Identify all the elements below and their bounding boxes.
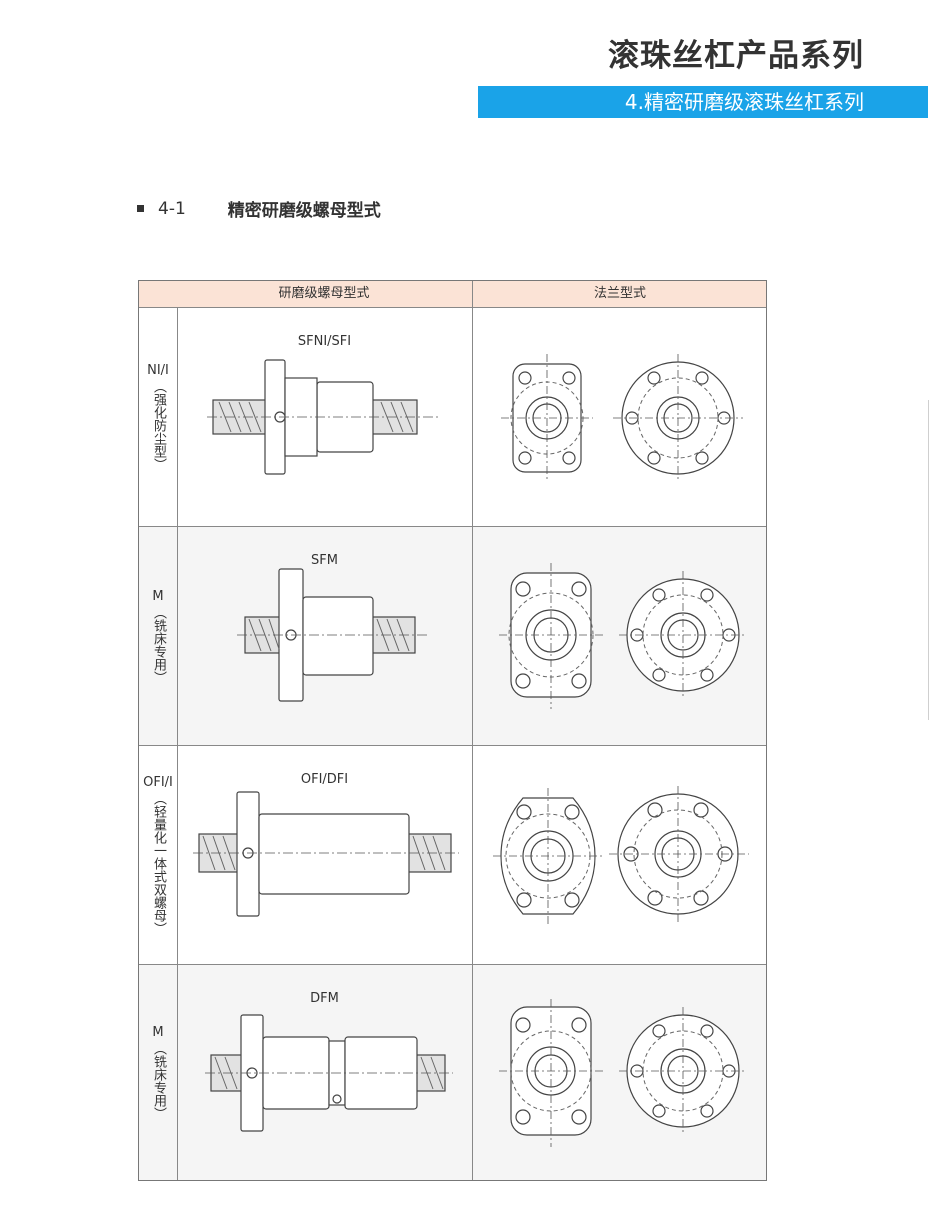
nut-drawing-cell: DFM [177, 965, 473, 1180]
section-title: 精密研磨级螺母型式 [227, 201, 381, 221]
model-name: SFM [311, 553, 338, 568]
table-row: M （铣床专用） SFM [139, 527, 766, 746]
section-heading: 4-1 精密研磨级螺母型式 [137, 196, 381, 221]
row-code: M [152, 1025, 164, 1040]
cut-flange-icon [499, 999, 603, 1147]
row-label: NI/I （强化防尘型） [139, 308, 178, 526]
cut-flange-icon [499, 563, 603, 709]
bullet-icon [137, 205, 144, 212]
subtitle-bar: 4.精密研磨级滚珠丝杠系列 [478, 86, 928, 118]
table-header: 研磨级螺母型式 法兰型式 [139, 281, 766, 308]
section-number: 4-1 [158, 198, 186, 219]
nut-drawing-cell: OFI/DFI [177, 746, 473, 964]
round-flange-icon [613, 354, 743, 482]
round-flange-icon [619, 571, 747, 699]
row-code: NI/I [147, 363, 169, 378]
page-edge-line [928, 400, 929, 720]
row-desc: （铣床专用） [151, 605, 166, 684]
row-code: OFI/I [143, 775, 173, 790]
model-name: DFM [310, 991, 339, 1006]
row-code: M [152, 588, 164, 604]
row-label: OFI/I （轻量化一体式双螺母） [139, 746, 178, 964]
round-flange-icon [619, 1007, 747, 1135]
header-nut-type: 研磨级螺母型式 [278, 286, 370, 301]
flange-drawing-cell [473, 965, 766, 1180]
row-desc: （铣床专用） [151, 1042, 166, 1120]
flange-drawing-cell [473, 308, 766, 526]
nut-type-table: 研磨级螺母型式 法兰型式 NI/I （强化防尘型） SFNI/SFI [138, 280, 767, 1181]
round-flange-icon [609, 786, 749, 922]
ball-screw-nut-icon [193, 791, 459, 917]
row-desc: （轻量化一体式双螺母） [151, 792, 166, 935]
nut-drawing-cell: SFM [177, 527, 473, 745]
table-row: OFI/I （轻量化一体式双螺母） OFI/DFI [139, 746, 766, 965]
model-name: SFNI/SFI [297, 334, 352, 349]
ball-screw-nut-icon [207, 359, 439, 475]
ball-screw-nut-icon [237, 568, 427, 702]
flange-drawing-cell [473, 527, 766, 745]
row-label: M （铣床专用） [139, 527, 178, 745]
header-flange-type: 法兰型式 [472, 281, 767, 307]
table-row: M （铣床专用） DFM [139, 965, 766, 1180]
model-name: OFI/DFI [300, 772, 349, 787]
ball-screw-nut-icon [205, 1014, 453, 1132]
flange-drawing-cell [473, 746, 766, 964]
nut-drawing-cell: SFNI/SFI [177, 308, 473, 526]
page-title: 滚珠丝杠产品系列 [608, 38, 864, 74]
row-label: M （铣床专用） [139, 965, 178, 1180]
cut-flange-icon [501, 354, 593, 482]
table-row: NI/I （强化防尘型） SFNI/SFI [139, 308, 766, 527]
cut-flange-icon [493, 788, 603, 926]
row-desc: （强化防尘型） [151, 380, 166, 471]
